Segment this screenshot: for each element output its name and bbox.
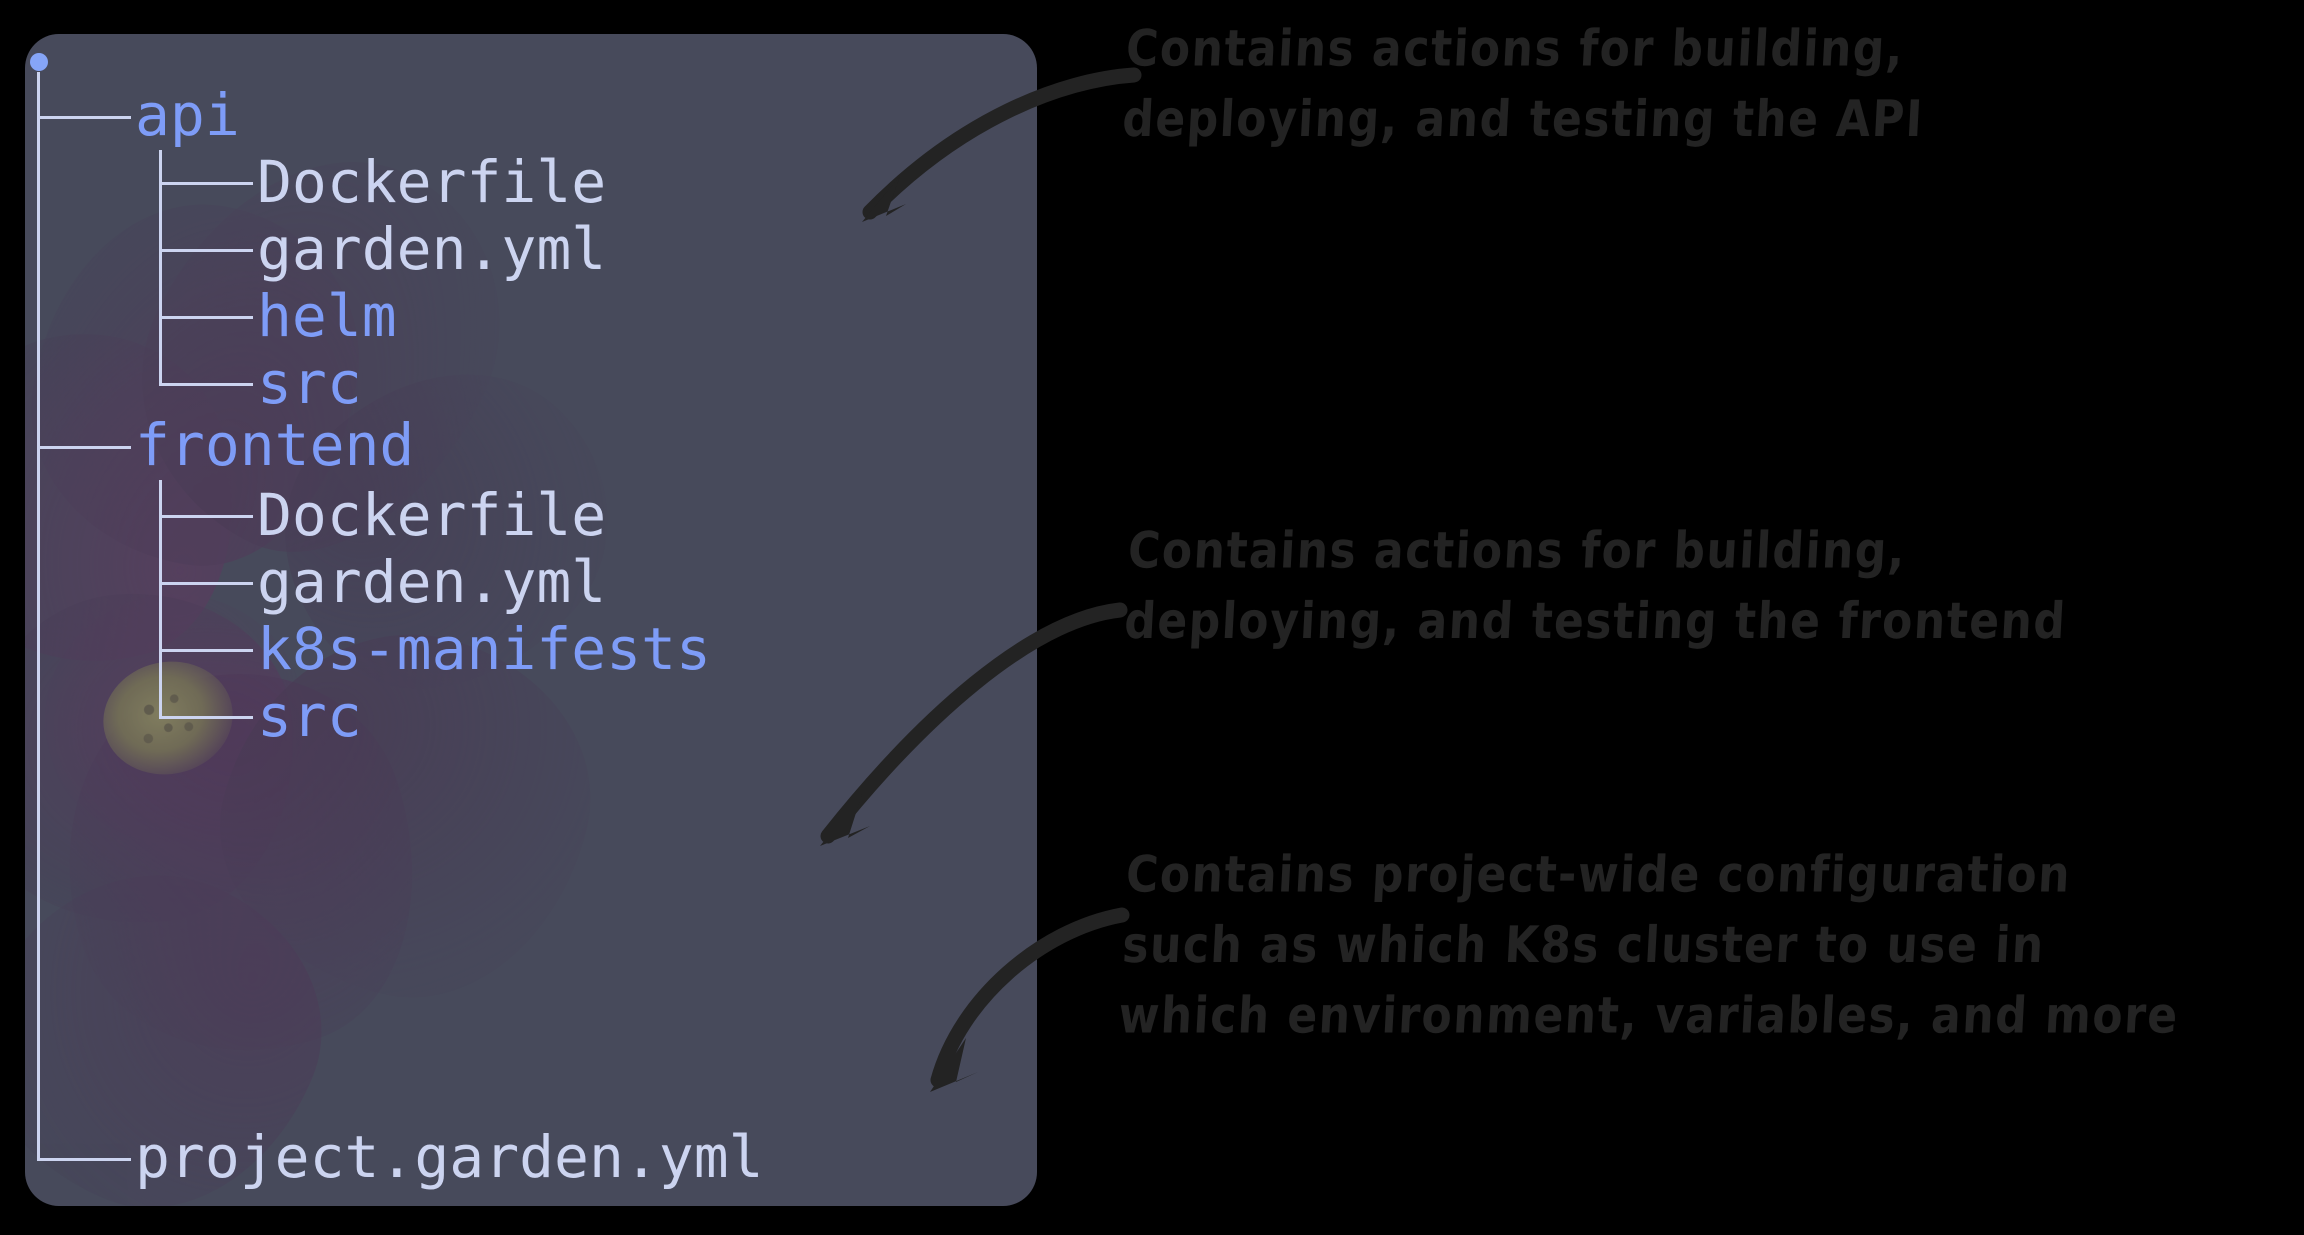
tree-branch-line <box>159 649 253 652</box>
annotation-note-frontend: Contains actions for building, deploying… <box>1122 521 2069 651</box>
tree-node-frontend-k8s-manifests[interactable]: k8s-manifests <box>257 615 711 683</box>
tree-branch-line <box>159 582 253 585</box>
annotation-note-project: Contains project-wide configuration such… <box>1117 845 2181 1046</box>
tree-node-api-src[interactable]: src <box>257 349 362 417</box>
tree-trunk-line <box>159 480 162 716</box>
tree-node-api[interactable]: api <box>135 81 240 149</box>
cosmos-flower-background-image <box>25 34 1037 1206</box>
tree-node-api-dockerfile[interactable]: Dockerfile <box>257 148 607 216</box>
tree-branch-line <box>37 446 131 449</box>
tree-node-frontend-garden-yml[interactable]: garden.yml <box>257 548 607 616</box>
tree-node-api-helm[interactable]: helm <box>257 282 397 350</box>
tree-branch-line <box>159 716 253 719</box>
tree-node-frontend-dockerfile[interactable]: Dockerfile <box>257 481 607 549</box>
tree-branch-line <box>159 316 253 319</box>
tree-branch-line <box>159 383 253 386</box>
tree-node-api-garden-yml[interactable]: garden.yml <box>257 215 607 283</box>
tree-node-project-garden-yml[interactable]: project.garden.yml <box>135 1123 764 1191</box>
file-tree: api Dockerfile garden.yml helm src front… <box>25 34 1037 1206</box>
tree-trunk-line <box>159 150 162 386</box>
tree-node-frontend[interactable]: frontend <box>135 411 415 479</box>
annotation-note-api: Contains actions for building, deploying… <box>1120 19 1926 149</box>
tree-branch-line <box>159 249 253 252</box>
tree-root-dot <box>30 53 48 71</box>
project-structure-panel: api Dockerfile garden.yml helm src front… <box>25 34 1037 1206</box>
tree-node-frontend-src[interactable]: src <box>257 682 362 750</box>
tree-branch-line <box>159 182 253 185</box>
tree-trunk-line <box>37 782 40 1160</box>
tree-branch-line <box>37 116 131 119</box>
tree-trunk-line <box>37 72 40 782</box>
tree-branch-line <box>37 1158 131 1161</box>
tree-branch-line <box>159 515 253 518</box>
